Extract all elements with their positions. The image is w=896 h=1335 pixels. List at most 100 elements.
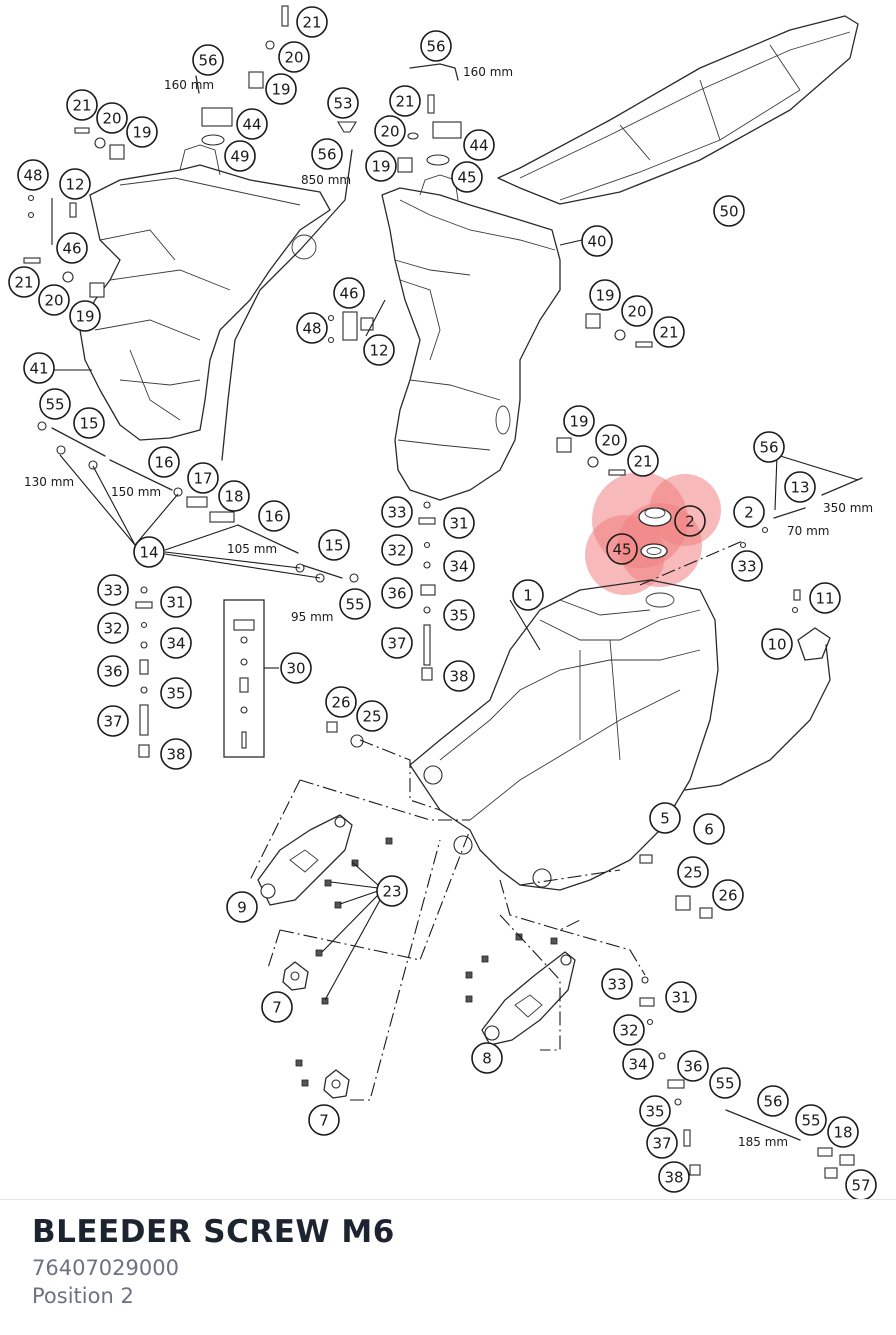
callout-20[interactable]: 20 [38,284,70,316]
callout-38[interactable]: 38 [443,660,475,692]
callout-37[interactable]: 37 [97,705,129,737]
callout-25[interactable]: 25 [356,700,388,732]
callout-13[interactable]: 13 [784,471,816,503]
callout-number: 53 [333,95,352,113]
callout-12[interactable]: 12 [363,334,395,366]
callout-33[interactable]: 33 [601,968,633,1000]
callout-2[interactable]: 2 [674,505,706,537]
callout-32[interactable]: 32 [613,1014,645,1046]
callout-56[interactable]: 56 [192,44,224,76]
callout-20[interactable]: 20 [621,295,653,327]
callout-56[interactable]: 56 [753,431,785,463]
callout-17[interactable]: 17 [187,462,219,494]
callout-36[interactable]: 36 [381,577,413,609]
callout-44[interactable]: 44 [236,108,268,140]
callout-55[interactable]: 55 [795,1104,827,1136]
callout-number: 16 [264,508,283,526]
callout-16[interactable]: 16 [258,500,290,532]
callout-circle [226,891,258,923]
callout-56[interactable]: 56 [311,138,343,170]
callout-56[interactable]: 56 [420,30,452,62]
callout-45[interactable]: 45 [606,533,638,565]
callout-20[interactable]: 20 [595,424,627,456]
callout-6[interactable]: 6 [693,813,725,845]
callout-35[interactable]: 35 [160,677,192,709]
callout-49[interactable]: 49 [224,140,256,172]
callout-11[interactable]: 11 [809,582,841,614]
callout-25[interactable]: 25 [677,856,709,888]
callout-21[interactable]: 21 [653,316,685,348]
callout-10[interactable]: 10 [761,628,793,660]
callout-20[interactable]: 20 [96,102,128,134]
callout-35[interactable]: 35 [443,599,475,631]
callout-55[interactable]: 55 [39,388,71,420]
callout-19[interactable]: 19 [126,116,158,148]
callout-21[interactable]: 21 [296,6,328,38]
callout-55[interactable]: 55 [709,1067,741,1099]
callout-7[interactable]: 7 [261,991,293,1023]
callout-number: 45 [612,541,631,559]
callout-34[interactable]: 34 [160,627,192,659]
callout-53[interactable]: 53 [327,87,359,119]
callout-19[interactable]: 19 [589,279,621,311]
callout-9[interactable]: 9 [226,891,258,923]
callout-16[interactable]: 16 [148,446,180,478]
callout-19[interactable]: 19 [265,73,297,105]
callout-56[interactable]: 56 [757,1085,789,1117]
callout-38[interactable]: 38 [160,738,192,770]
callout-36[interactable]: 36 [97,655,129,687]
callout-31[interactable]: 31 [160,586,192,618]
callout-31[interactable]: 31 [443,507,475,539]
callout-5[interactable]: 5 [649,802,681,834]
callout-19[interactable]: 19 [563,405,595,437]
callout-33[interactable]: 33 [731,550,763,582]
callout-19[interactable]: 19 [69,300,101,332]
callout-21[interactable]: 21 [66,89,98,121]
callout-12[interactable]: 12 [59,168,91,200]
callout-31[interactable]: 31 [665,981,697,1013]
callout-15[interactable]: 15 [73,407,105,439]
callout-57[interactable]: 57 [845,1169,877,1200]
callout-1[interactable]: 1 [512,579,544,611]
callout-7[interactable]: 7 [308,1104,340,1136]
callout-15[interactable]: 15 [318,529,350,561]
callout-20[interactable]: 20 [374,115,406,147]
callout-14[interactable]: 14 [133,536,165,568]
callout-18[interactable]: 18 [827,1116,859,1148]
callout-8[interactable]: 8 [471,1042,503,1074]
callout-46[interactable]: 46 [333,277,365,309]
callout-40[interactable]: 40 [581,225,613,257]
callout-30[interactable]: 30 [280,652,312,684]
callout-21[interactable]: 21 [627,445,659,477]
callout-37[interactable]: 37 [646,1127,678,1159]
callout-33[interactable]: 33 [381,496,413,528]
callout-50[interactable]: 50 [713,195,745,227]
callout-55[interactable]: 55 [339,588,371,620]
callout-34[interactable]: 34 [622,1048,654,1080]
callout-37[interactable]: 37 [381,627,413,659]
callout-32[interactable]: 32 [381,534,413,566]
callout-45[interactable]: 45 [451,161,483,193]
callout-48[interactable]: 48 [296,312,328,344]
callout-44[interactable]: 44 [463,129,495,161]
callout-38[interactable]: 38 [658,1161,690,1193]
callout-21[interactable]: 21 [8,266,40,298]
callout-19[interactable]: 19 [365,150,397,182]
callout-32[interactable]: 32 [97,612,129,644]
callout-23[interactable]: 23 [376,875,408,907]
callout-36[interactable]: 36 [677,1050,709,1082]
callout-34[interactable]: 34 [443,550,475,582]
callout-circle [311,138,343,170]
callout-35[interactable]: 35 [639,1095,671,1127]
callout-26[interactable]: 26 [325,686,357,718]
callout-48[interactable]: 48 [17,159,49,191]
callout-33[interactable]: 33 [97,574,129,606]
callout-46[interactable]: 46 [56,232,88,264]
callout-18[interactable]: 18 [218,480,250,512]
dimension-label-d160a: 160 mm [164,78,214,92]
callout-2[interactable]: 2 [733,496,765,528]
callout-20[interactable]: 20 [278,41,310,73]
callout-26[interactable]: 26 [712,879,744,911]
callout-21[interactable]: 21 [389,85,421,117]
callout-41[interactable]: 41 [23,352,55,384]
